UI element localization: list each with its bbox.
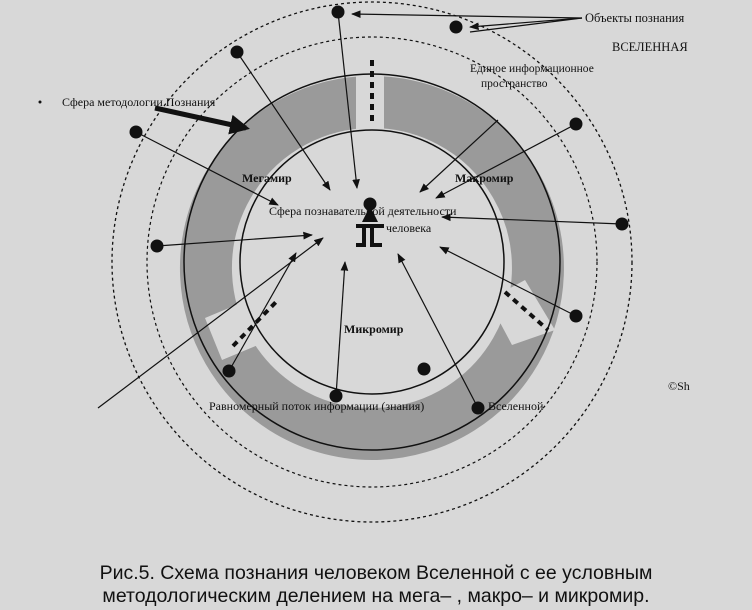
cognitive-sphere-label-line1: Сфера познавательной деятельности (269, 204, 457, 218)
universe-small-label: Вселенной (488, 399, 544, 413)
caption-line2: методологическим делением на мега– , мак… (102, 585, 650, 607)
info-space-circle (146, 36, 598, 488)
info-space-label-line2: пространство (481, 78, 548, 90)
copyright-label: ©Sh (668, 379, 690, 393)
uniform-flow-label: Равномерный поток информации (знания) (209, 399, 424, 413)
megaworld-label: Мегамир (242, 171, 292, 185)
universe-title-label: ВСЕЛЕННАЯ (612, 40, 688, 54)
cognition-diagram: Объекты познания ВСЕЛЕННАЯ Единое информ… (38, 1, 690, 523)
figure-caption: Рис.5. Схема познания человеком Вселенно… (0, 562, 752, 608)
macroworld-label: Макромир (455, 171, 514, 185)
human-figure-icon (356, 206, 384, 247)
methodology-sphere-label: Сфера методологии Познания (62, 95, 216, 109)
methodology-bullet (38, 100, 42, 104)
microworld-label: Микромир (344, 322, 404, 336)
universe-outer-circle (111, 1, 633, 523)
objects-label-arrows (351, 10, 583, 33)
info-space-label-line1: Единое информационное (470, 63, 594, 75)
human-sphere-circle (239, 129, 505, 395)
caption-line1: Рис.5. Схема познания человеком Вселенно… (99, 562, 653, 584)
methodology-arrow (154, 105, 250, 135)
objects-of-cognition-label: Объекты познания (585, 11, 684, 25)
object-dots (129, 5, 629, 415)
methodology-band (180, 76, 564, 460)
separator-right (503, 290, 550, 332)
cognitive-sphere-label-line2: человека (386, 221, 432, 235)
information-arrows (97, 11, 623, 409)
